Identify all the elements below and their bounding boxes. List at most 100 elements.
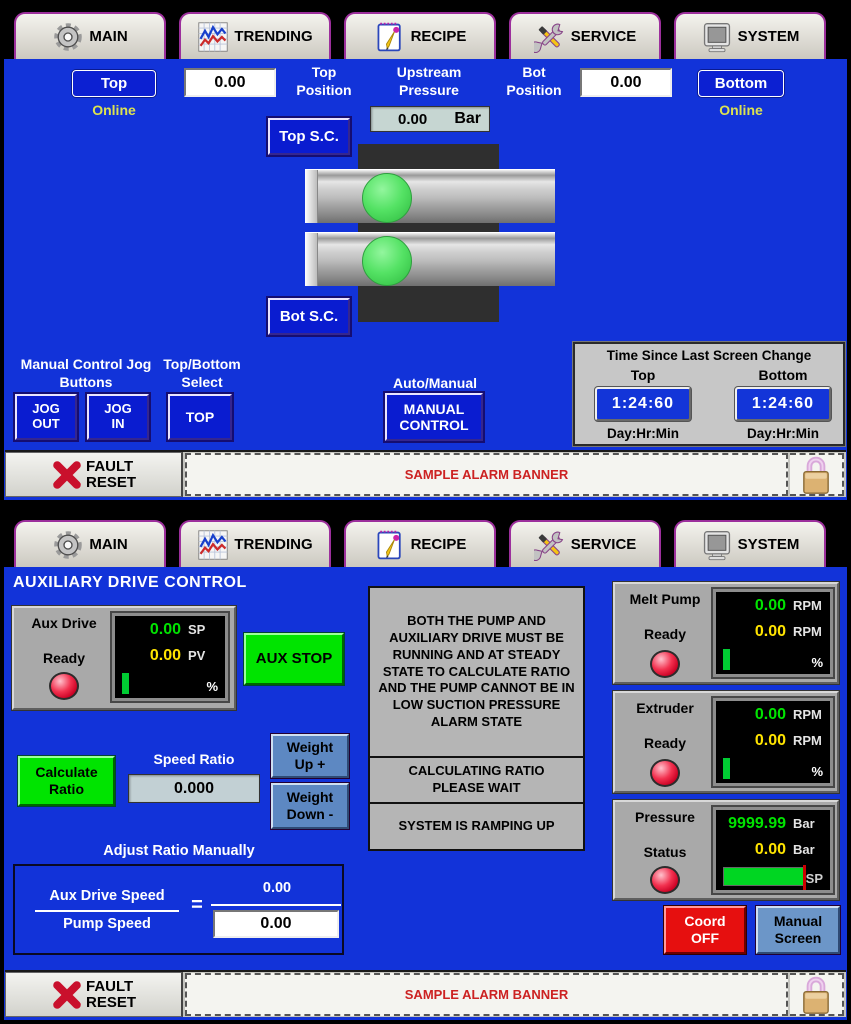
lock-button[interactable]: [790, 973, 844, 1016]
tools-icon: [534, 21, 566, 53]
bottom-online-status: Online: [719, 102, 763, 118]
red-x-icon: [51, 459, 83, 491]
tab-main[interactable]: MAIN: [14, 520, 166, 567]
aux-drive-display: 0.00 SP 0.00 PV %: [112, 613, 228, 701]
extruder-ready-light: [650, 759, 680, 787]
tab-trending[interactable]: TRENDING: [179, 12, 331, 59]
melt-sp-unit: RPM: [793, 598, 822, 613]
aux-sp-value: 0.00: [149, 621, 181, 638]
tab-system[interactable]: SYSTEM: [674, 520, 826, 567]
extruder-percent-label: %: [811, 764, 823, 779]
speed-ratio-display: 0.000: [128, 774, 260, 803]
pressure-name: Pressure: [635, 809, 695, 825]
time-bottom-display: 1:24:60: [735, 387, 831, 421]
melt-sp-value: 0.00: [754, 597, 786, 614]
tab-label: SYSTEM: [737, 536, 800, 553]
melt-pump-status-label: Ready: [643, 626, 687, 642]
pressure-setpoint-tick: [803, 865, 806, 890]
extruder-sp-value: 0.00: [754, 706, 786, 723]
pressure-status-light: [650, 866, 680, 894]
top-sc-button[interactable]: Top S.C.: [268, 118, 350, 155]
tab-recipe[interactable]: RECIPE: [344, 12, 496, 59]
numerator-label: Aux Drive Speed: [49, 888, 165, 904]
alarm-banner: SAMPLE ALARM BANNER: [185, 453, 788, 496]
manual-ratio-box: Aux Drive Speed Pump Speed = 0.00: [13, 864, 344, 955]
bottom-roller-graphic: [305, 232, 555, 286]
conditions-message: BOTH THE PUMP AND AUXILIARY DRIVE MUST B…: [378, 612, 575, 730]
tab-trending[interactable]: TRENDING: [179, 520, 331, 567]
lock-icon: [799, 973, 833, 1016]
screen-main-control: MAIN TRENDING RECIPE SERVICE SYSTEM Top …: [4, 4, 847, 500]
alarm-banner-text: SAMPLE ALARM BANNER: [404, 467, 569, 482]
pressure-bar: [723, 865, 806, 890]
denominator-input[interactable]: [213, 910, 339, 938]
calculating-message: CALCULATING RATIO PLEASE WAIT: [370, 756, 583, 802]
bot-sc-button[interactable]: Bot S.C.: [268, 298, 350, 335]
extruder-name: Extruder: [636, 700, 694, 716]
tab-label: TRENDING: [234, 536, 313, 553]
jog-in-button[interactable]: JOG IN: [87, 394, 149, 440]
top-online-status: Online: [92, 102, 136, 118]
pressure-pv-value: 0.00: [754, 841, 786, 858]
aux-load-bar: [122, 673, 129, 694]
fault-reset-button[interactable]: FAULT RESET: [5, 452, 183, 497]
ramping-message: SYSTEM IS RAMPING UP: [370, 802, 583, 849]
tab-label: MAIN: [89, 28, 128, 45]
tab-service[interactable]: SERVICE: [509, 12, 661, 59]
trend-chart-icon: [197, 21, 229, 53]
upstream-pressure-label: Upstream Pressure: [396, 64, 462, 98]
fraction-line-right: [211, 904, 341, 906]
extruder-pv-value: 0.00: [754, 732, 786, 749]
weight-up-button[interactable]: Weight Up +: [271, 734, 349, 778]
melt-pump-ready-light: [650, 650, 680, 678]
top-bottom-select-button[interactable]: TOP: [168, 394, 232, 440]
alarm-banner: SAMPLE ALARM BANNER: [185, 973, 788, 1016]
tab-label: SERVICE: [570, 28, 637, 45]
tab-bar: MAIN TRENDING RECIPE SERVICE SYSTEM: [4, 4, 847, 59]
time-bottom-header: Bottom: [758, 367, 808, 383]
tools-icon: [534, 529, 566, 561]
manual-control-button[interactable]: MANUAL CONTROL: [385, 393, 483, 441]
tab-recipe[interactable]: RECIPE: [344, 520, 496, 567]
top-select-button[interactable]: Top: [72, 70, 156, 97]
tab-label: SERVICE: [570, 536, 637, 553]
top-position-input[interactable]: [184, 68, 276, 97]
top-sensor-indicator: [362, 173, 412, 223]
alarm-banner-text: SAMPLE ALARM BANNER: [404, 987, 569, 1002]
tab-system[interactable]: SYSTEM: [674, 12, 826, 59]
weight-down-button[interactable]: Weight Down -: [271, 783, 349, 829]
melt-load-bar: [723, 649, 730, 670]
speed-ratio-label: Speed Ratio: [153, 751, 235, 767]
time-since-change-panel: Time Since Last Screen Change Top Bottom…: [573, 342, 845, 446]
tab-service[interactable]: SERVICE: [509, 520, 661, 567]
manual-screen-button[interactable]: Manual Screen: [756, 906, 840, 954]
tab-main[interactable]: MAIN: [14, 12, 166, 59]
tab-label: TRENDING: [234, 28, 313, 45]
calculate-ratio-button[interactable]: Calculate Ratio: [18, 756, 115, 806]
coord-off-button[interactable]: Coord OFF: [664, 906, 746, 954]
time-top-unit: Day:Hr:Min: [606, 426, 679, 441]
lock-button[interactable]: [790, 453, 844, 496]
fault-reset-button[interactable]: FAULT RESET: [5, 972, 183, 1017]
pressure-sp-label: SP: [805, 871, 823, 886]
aux-drive-panel: Aux Drive Ready 0.00 SP 0.00 PV %: [12, 606, 236, 710]
bottom-select-button[interactable]: Bottom: [698, 70, 784, 97]
aux-stop-button[interactable]: AUX STOP: [244, 633, 344, 685]
pressure-panel: Pressure Status 9999.99 Bar 0.00 Bar SP: [613, 800, 839, 900]
top-bottom-select-label: Top/Bottom Select: [163, 356, 241, 390]
upstream-pressure-unit: Bar: [454, 110, 481, 127]
tab-bar: MAIN TRENDING RECIPE SERVICE SYSTEM: [4, 512, 847, 567]
gear-icon: [52, 529, 84, 561]
bot-position-input[interactable]: [580, 68, 672, 97]
melt-pv-unit: RPM: [793, 624, 822, 639]
adjust-ratio-label: Adjust Ratio Manually: [103, 843, 255, 859]
jog-out-button[interactable]: JOG OUT: [15, 394, 77, 440]
monitor-icon: [701, 529, 733, 561]
notepad-pencil-icon: [374, 529, 406, 561]
upstream-pressure-display: 0.00 Bar: [370, 106, 490, 132]
aux-percent-label: %: [206, 679, 218, 694]
speed-ratio-value: 0.000: [173, 779, 215, 797]
tab-label: MAIN: [89, 536, 128, 553]
pressure-sp-value: 9999.99: [728, 815, 786, 832]
tab-label: SYSTEM: [737, 28, 800, 45]
